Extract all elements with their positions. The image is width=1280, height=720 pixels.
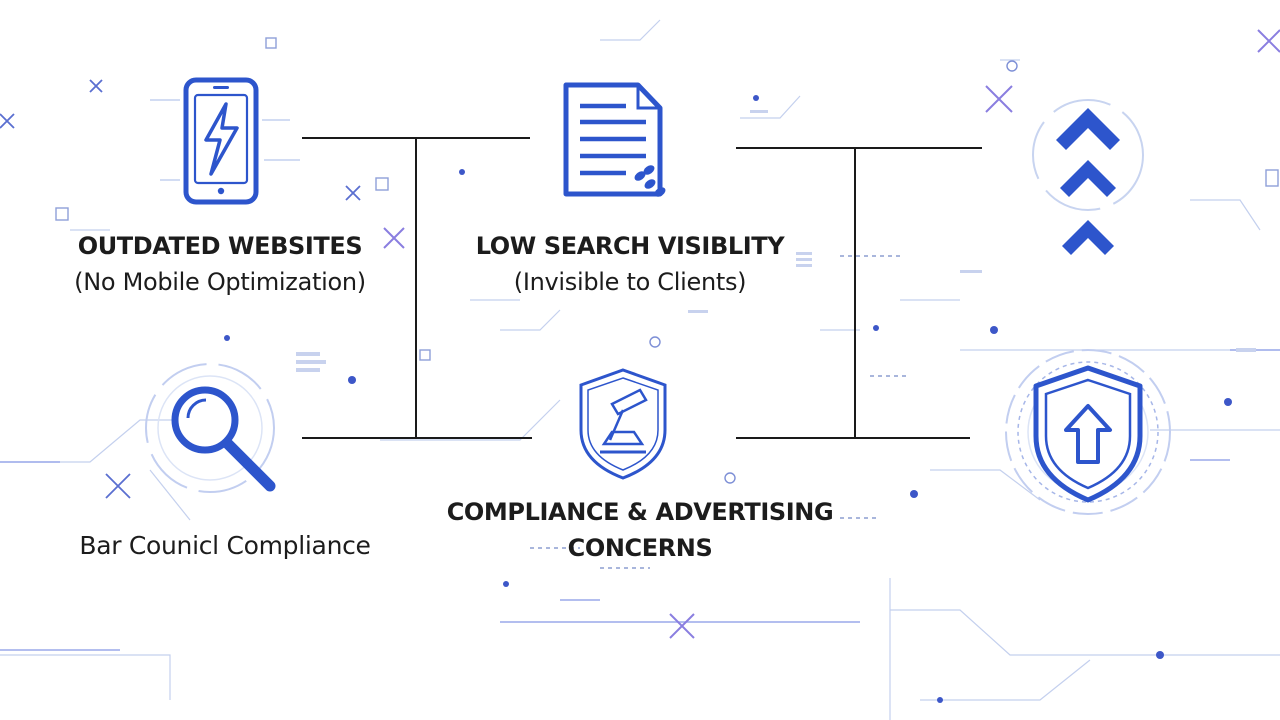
smartphone-lightning-icon bbox=[150, 77, 300, 205]
magnifier-icon bbox=[145, 363, 276, 493]
low-search-visibility-title: LOW SEARCH VISIBLITY bbox=[475, 232, 785, 260]
label-compliance-advertising: COMPLIANCE & ADVERTISING CONCERNS bbox=[440, 494, 840, 566]
document-icon bbox=[563, 82, 666, 197]
scales-shield-icon bbox=[579, 368, 667, 480]
low-search-visibility-subtitle: (Invisible to Clients) bbox=[513, 268, 747, 296]
compliance-advertising-title: COMPLIANCE & ADVERTISING bbox=[446, 498, 834, 526]
outdated-websites-title: OUTDATED WEBSITES bbox=[77, 232, 363, 260]
outdated-websites-subtitle: (No Mobile Optimization) bbox=[74, 268, 366, 296]
label-bar-council-compliance: Bar Counicl Compliance bbox=[40, 528, 410, 564]
compliance-advertising-subtitle: CONCERNS bbox=[567, 534, 713, 562]
label-outdated-websites: OUTDATED WEBSITES (No Mobile Optimizatio… bbox=[30, 228, 410, 300]
shield-arrow-up-icon bbox=[1005, 349, 1171, 515]
triple-chevron-up-icon bbox=[1032, 99, 1144, 255]
label-low-search-visibility: LOW SEARCH VISIBLITY (Invisible to Clien… bbox=[440, 228, 820, 300]
bar-council-compliance-title: Bar Counicl Compliance bbox=[79, 531, 371, 560]
